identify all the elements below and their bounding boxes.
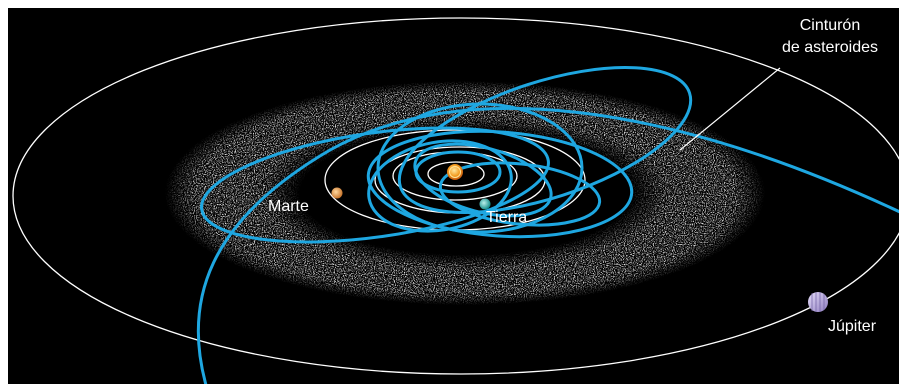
asteroid-orbit-6 [367,139,513,233]
asteroid-belt-label-line1: Cinturón [800,17,860,34]
asteroid-orbit-9 [196,106,899,384]
asteroid-belt-label-line2: de asteroides [782,39,878,56]
earth-label: Tierra [486,209,527,226]
jupiter-label: Júpiter [828,318,877,335]
asteroid-orbit-8 [414,150,502,194]
asteroid-orbit-3 [366,129,634,239]
mercury-orbit [427,161,485,187]
sun-glow [449,166,461,178]
asteroid-orbits [196,66,899,384]
asteroid-orbit-7 [438,161,602,227]
mars [331,187,343,199]
asteroid-belt-pointer [679,67,781,151]
jupiter [808,292,828,312]
asteroid-orbit-4 [397,66,693,214]
mars-label: Marte [268,198,309,215]
earth [479,198,491,210]
jupiter-orbit [12,17,899,375]
asteroid-belt [150,70,790,320]
